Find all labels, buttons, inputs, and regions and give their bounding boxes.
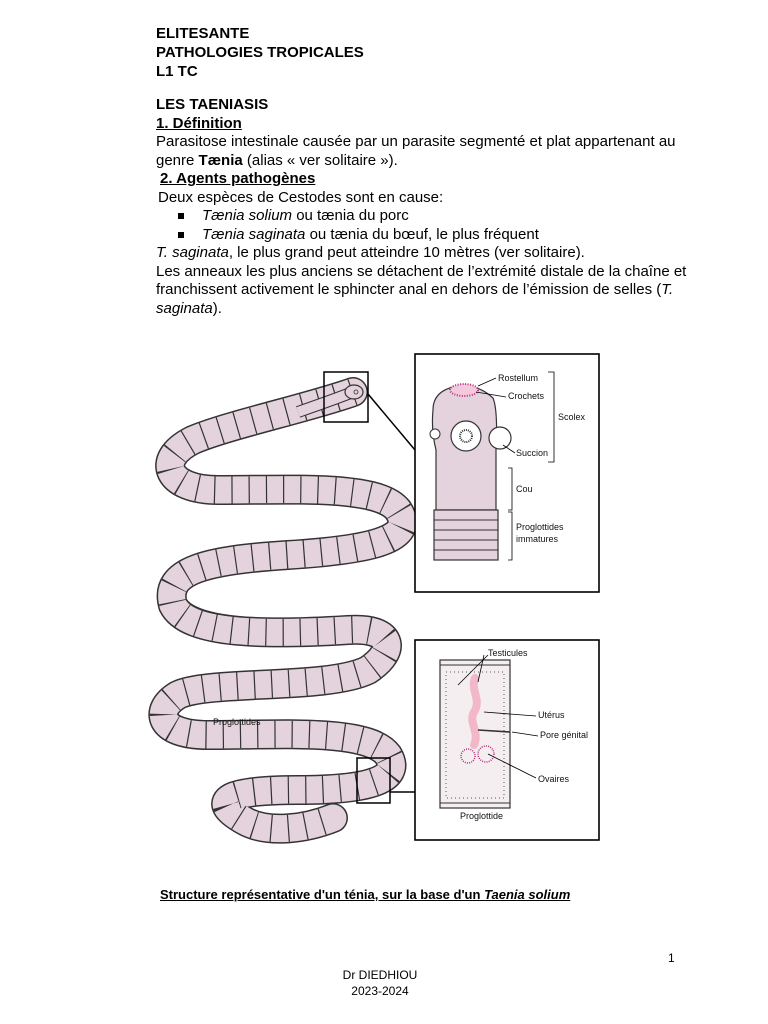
heading-definition: 1. Définition — [156, 114, 242, 132]
label-succion: Succion — [516, 448, 548, 458]
bullet-square-icon — [178, 231, 184, 238]
label-ovaires: Ovaires — [538, 774, 570, 784]
header-line-2: PATHOLOGIES TROPICALES — [156, 44, 364, 61]
tapeworm-body — [148, 377, 418, 844]
bullet-square-icon — [178, 213, 184, 219]
figure-caption: Structure représentative d'un ténia, sur… — [160, 887, 571, 902]
document-header: ELITESANTE PATHOLOGIES TROPICALES L1 TC — [156, 24, 364, 81]
tapeworm-figure: Proglottides Rostellum Crochets Succion … — [148, 353, 600, 844]
bullet-item: Tænia solium ou tænia du porc — [156, 207, 716, 226]
label-uterus: Utérus — [538, 710, 565, 720]
label-proglottides-body: Proglottides — [213, 717, 261, 727]
header-line-3: L1 TC — [156, 63, 198, 80]
anneaux-paragraph: Les anneaux les plus anciens se détachen… — [156, 262, 687, 317]
header-line-1: ELITESANTE — [156, 25, 250, 42]
document-footer: Dr DIEDHIOU 2023-2024 — [320, 967, 440, 999]
zoom-box-scolex — [323, 371, 369, 423]
heading-agents: 2. Agents pathogènes — [160, 170, 316, 187]
proglottid-detail-panel: Testicules Utérus Pore génital Ovaires P… — [414, 639, 600, 841]
uterus — [468, 674, 481, 749]
svg-text:immatures: immatures — [516, 534, 559, 544]
label-crochets: Crochets — [508, 391, 545, 401]
section-title: LES TAENIASIS — [156, 96, 269, 113]
rostellum-hooks — [449, 383, 479, 397]
label-scolex: Scolex — [558, 412, 586, 422]
zoom-box-proglottid — [356, 757, 391, 804]
scolex-detail-panel: Rostellum Crochets Succion Scolex Cou Pr… — [414, 353, 600, 593]
sucker — [488, 426, 512, 450]
label-rostellum: Rostellum — [498, 373, 538, 383]
ovaries — [477, 745, 495, 763]
label-pore-genital: Pore génital — [540, 730, 588, 740]
label-proglottide: Proglottide — [460, 811, 503, 821]
label-proglottides-immatures: Proglottides — [516, 522, 564, 532]
saginata-paragraph: T. saginata, le plus grand peut atteindr… — [156, 244, 585, 261]
sucker — [450, 420, 482, 452]
page-number: 1 — [668, 951, 675, 965]
species-intro: Deux espèces de Cestodes sont en cause: — [158, 188, 444, 206]
label-testicules: Testicules — [488, 648, 528, 658]
footer-year: 2023-2024 — [351, 984, 409, 998]
document-body: LES TAENIASIS 1. Définition Parasitose i… — [156, 96, 716, 318]
label-cou: Cou — [516, 484, 533, 494]
bullet-item: Tænia saginata ou tænia du bœuf, le plus… — [156, 226, 716, 245]
footer-author: Dr DIEDHIOU — [342, 968, 418, 982]
definition-paragraph: Parasitose intestinale causée par un par… — [156, 133, 676, 169]
